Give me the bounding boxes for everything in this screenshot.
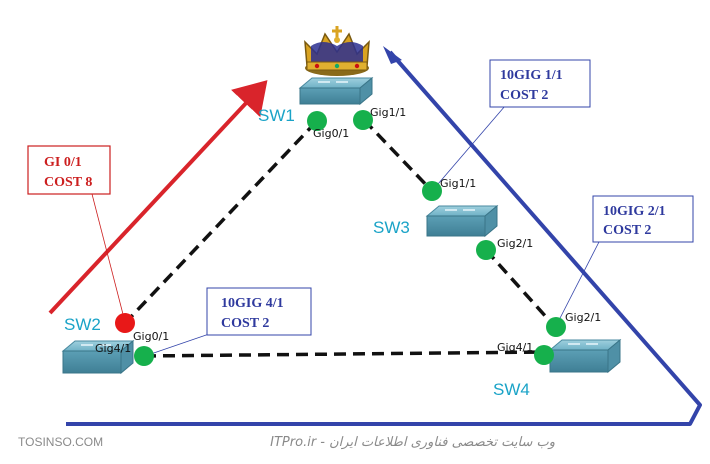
port-dot-sw1-gig01 xyxy=(307,111,327,131)
port-dot-sw4-gig21 xyxy=(546,317,566,337)
link-sw1-sw2 xyxy=(126,120,318,322)
switch-sw2[interactable] xyxy=(61,339,135,375)
blue-path-arrow xyxy=(66,46,702,426)
links xyxy=(126,118,558,358)
switch-icon xyxy=(548,338,622,374)
switch-label-sw4: SW4 xyxy=(493,380,530,399)
crown-icon xyxy=(304,26,370,76)
callout-gi01-port: GI 0/1 xyxy=(44,155,82,170)
port-label-sw1-gig01: Gig0/1 xyxy=(313,127,349,140)
callout-10gig41-cost: COST 2 xyxy=(221,316,269,331)
callout-10gig11-port: 10GIG 1/1 xyxy=(500,68,563,83)
port-label-sw1-gig11: Gig1/1 xyxy=(370,106,406,119)
red-path-arrow xyxy=(48,80,268,315)
port-dot-sw2-gig01-blocked xyxy=(115,313,135,333)
callout-10gig21: 10GIG 2/1 COST 2 xyxy=(592,195,694,243)
switch-sw4[interactable] xyxy=(548,338,622,374)
switch-icon xyxy=(425,204,499,238)
port-label-sw4-gig41: Gig4/1 xyxy=(497,341,533,354)
callout-10gig21-cost: COST 2 xyxy=(603,223,651,238)
switch-icon xyxy=(298,76,374,106)
link-sw1-sw3 xyxy=(362,118,435,194)
port-dot-sw3-gig21 xyxy=(476,240,496,260)
callout-10gig11: 10GIG 1/1 COST 2 xyxy=(489,59,591,108)
port-dot-sw3-gig11 xyxy=(422,181,442,201)
switch-icon xyxy=(61,339,135,375)
port-label-sw3-gig11: Gig1/1 xyxy=(440,177,476,190)
switch-sw3[interactable] xyxy=(425,204,499,238)
footer-watermark-left: TOSINSO.COM xyxy=(18,435,103,449)
port-dots xyxy=(115,110,566,366)
port-dot-sw1-gig11 xyxy=(353,110,373,130)
callout-10gig41-port: 10GIG 4/1 xyxy=(221,296,284,311)
port-label-sw2-gig01: Gig0/1 xyxy=(133,330,169,343)
callout-gi01-cost: COST 8 xyxy=(44,175,92,190)
callout-10gig41: 10GIG 4/1 COST 2 xyxy=(206,287,312,336)
port-dot-sw2-gig41 xyxy=(134,346,154,366)
callout-gi01: GI 0/1 COST 8 xyxy=(27,145,111,195)
link-sw2-sw4 xyxy=(143,350,549,358)
switch-sw1[interactable] xyxy=(298,76,374,106)
callout-10gig21-port: 10GIG 2/1 xyxy=(603,204,666,219)
switch-label-sw1: SW1 xyxy=(258,106,295,125)
switch-label-sw3: SW3 xyxy=(373,218,410,237)
footer-watermark-right: ITPro.ir - وب سایت تخصصی فناوری اطلاعات … xyxy=(270,435,555,450)
port-label-sw3-gig21: Gig2/1 xyxy=(497,237,533,250)
port-dot-sw4-gig41 xyxy=(534,345,554,365)
callout-connectors xyxy=(91,105,601,357)
port-label-sw4-gig21: Gig2/1 xyxy=(565,311,601,324)
port-label-sw2-gig41: Gig4/1 xyxy=(95,342,131,355)
link-sw3-sw4 xyxy=(484,248,558,330)
switch-label-sw2: SW2 xyxy=(64,315,101,334)
callout-10gig11-cost: COST 2 xyxy=(500,88,548,103)
